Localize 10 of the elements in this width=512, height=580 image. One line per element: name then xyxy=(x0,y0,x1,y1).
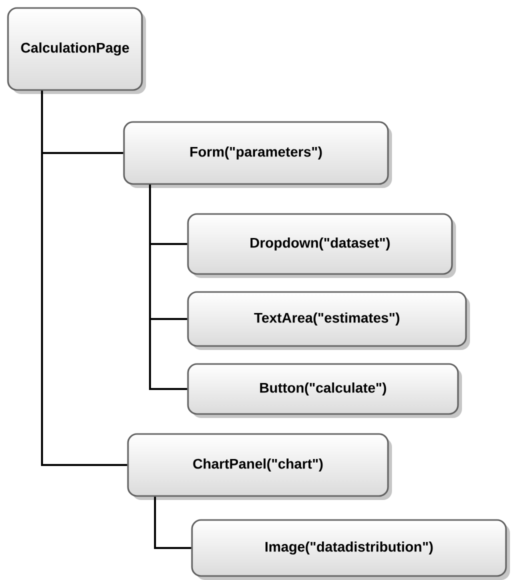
component-box: Image("datadistribution") xyxy=(191,519,510,580)
component-box: Dropdown("dataset") xyxy=(187,213,456,278)
tree-connector xyxy=(149,184,188,390)
component-box: TextArea("estimates") xyxy=(187,291,470,350)
tree-connector xyxy=(41,90,128,466)
component-box: ChartPanel("chart") xyxy=(127,433,392,500)
tree-connector xyxy=(154,496,192,549)
component-box: Form("parameters") xyxy=(123,121,392,188)
component-box: CalculationPage xyxy=(7,7,146,94)
component-box: Button("calculate") xyxy=(187,363,462,418)
